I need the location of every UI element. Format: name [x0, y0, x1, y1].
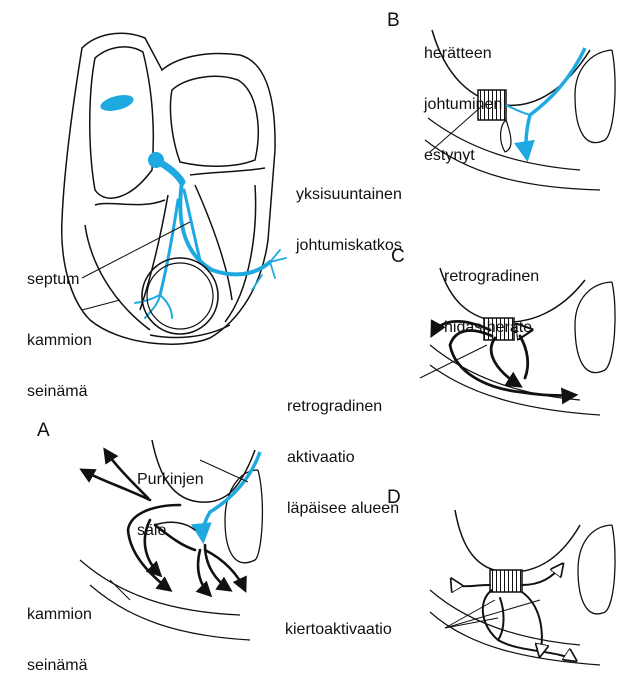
- label-line: retrogradinen: [287, 398, 399, 415]
- label-line: seinämä: [27, 657, 92, 674]
- panel-a-wall-leader: [110, 580, 130, 600]
- panel-b-fiber: [526, 48, 585, 158]
- label-line: kammion: [27, 332, 92, 349]
- label-line: yksisuuntainen: [296, 186, 402, 203]
- panel-d-diagram: [430, 510, 615, 665]
- panel-label-b: B: [387, 10, 400, 32]
- panel-a-fiber-leader: [200, 460, 248, 482]
- label-line: johtuminen: [424, 96, 502, 113]
- label-line: kammion: [27, 606, 92, 623]
- label-line: seinämä: [27, 383, 92, 400]
- panel-d-block: [490, 570, 522, 592]
- label-line: herätteen: [424, 45, 502, 62]
- label-line: läpäisee alueen: [287, 500, 399, 517]
- label-kammion-seinama-top: kammion seinämä: [27, 298, 92, 417]
- label-yksisuuntainen: yksisuuntainen johtumiskatkos: [296, 152, 402, 271]
- label-line: Purkinjen: [137, 471, 204, 488]
- label-herattee-johtuminen: herätteen johtuminen estynyt: [424, 11, 502, 181]
- label-retrogradinen-hidas: retrogradinen hidas heräte: [444, 234, 539, 353]
- label-purkinjen-saie: Purkinjen säie: [137, 437, 204, 556]
- label-line: hidas heräte: [444, 319, 539, 336]
- label-line: retrogradinen: [444, 268, 539, 285]
- label-septum: septum: [27, 271, 79, 288]
- heart-illustration: [62, 33, 275, 344]
- label-line: johtumiskatkos: [296, 237, 402, 254]
- sa-node: [99, 92, 135, 114]
- label-line: aktivaatio: [287, 449, 399, 466]
- septum-leader: [82, 222, 190, 278]
- label-line: säie: [137, 522, 204, 539]
- label-retrogradinen-aktivaatio: retrogradinen aktivaatio läpäisee alueen: [287, 364, 399, 534]
- label-line: estynyt: [424, 147, 502, 164]
- panel-label-a: A: [37, 420, 50, 442]
- label-kiertoaktivaatio: kiertoaktivaatio: [285, 621, 392, 638]
- panel-d-leaders: [445, 600, 540, 628]
- label-kammion-seinama-bottom: kammion seinämä: [27, 572, 92, 691]
- zoom-circle-outer: [142, 258, 218, 334]
